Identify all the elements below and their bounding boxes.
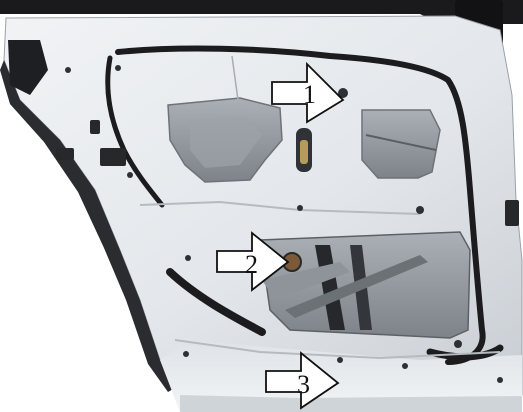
mounting-hole	[497, 377, 503, 383]
left-hinge-bracket	[8, 40, 48, 95]
mounting-holes	[65, 65, 503, 383]
center-slot-inner	[300, 140, 308, 164]
mounting-hole	[115, 65, 121, 71]
mounting-hole	[402, 363, 408, 369]
panel-crease-lower	[174, 339, 501, 360]
sealant-bead-lower	[166, 268, 266, 336]
mounting-hole	[185, 255, 191, 261]
callout-arrow-shape	[271, 61, 345, 124]
left-edge-cutouts	[56, 120, 519, 226]
edge-cutout	[505, 200, 519, 226]
callout-arrow-shape	[265, 351, 340, 410]
mounting-hole	[337, 357, 343, 363]
mounting-hole	[127, 172, 133, 178]
panel-crease	[139, 200, 421, 215]
callout-label: 1	[303, 80, 316, 109]
mounting-hole	[338, 88, 348, 98]
callout-arrow-shape	[216, 231, 290, 292]
callout-label: 2	[245, 250, 258, 279]
mounting-hole	[65, 67, 71, 73]
mounting-hole	[183, 351, 189, 357]
left-flange-shadow	[0, 60, 180, 392]
bottom-lip	[180, 395, 522, 412]
regulator-arm	[285, 255, 428, 318]
mounting-hole	[416, 206, 424, 214]
callout-arrow-1: 1	[271, 61, 345, 124]
upper-right-cavity	[361, 109, 441, 179]
callout-label: 3	[297, 370, 310, 399]
cavity-rod	[365, 134, 437, 151]
callout-arrow-2: 2	[216, 231, 290, 292]
mounting-hole	[297, 205, 303, 211]
regulator-bracket	[262, 262, 350, 300]
edge-cutout	[100, 148, 126, 166]
top-frame	[0, 0, 523, 24]
upper-left-cavity-inner	[190, 116, 262, 168]
sealant-bead	[115, 45, 486, 365]
panel-seam	[231, 55, 239, 101]
mounting-hole	[454, 340, 462, 348]
callout-arrow-3: 3	[265, 351, 340, 410]
bottom-strip	[160, 340, 522, 412]
edge-cutout	[90, 120, 100, 134]
edge-cutout	[56, 148, 74, 160]
sealant-bead-bottom-right	[426, 344, 504, 361]
